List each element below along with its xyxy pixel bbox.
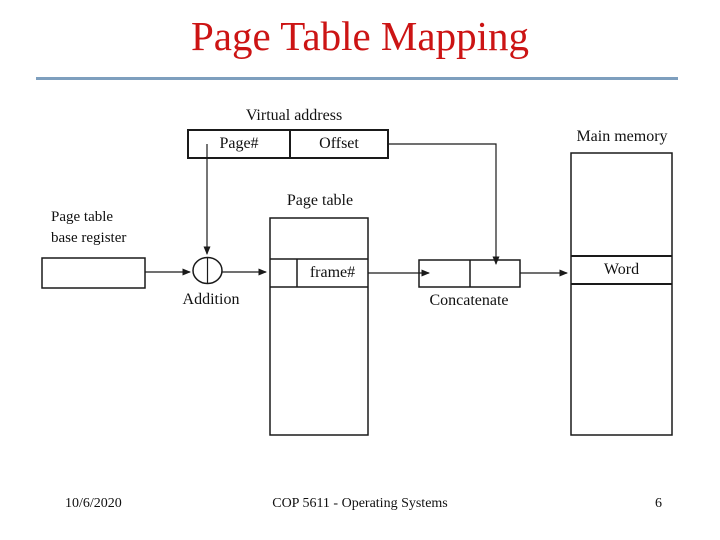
base-register-label-line1: Page table (51, 209, 114, 225)
footer-page-number: 6 (655, 496, 662, 511)
arrow-offset-to-concatenate (388, 143, 500, 265)
slide-title: Page Table Mapping (191, 13, 529, 59)
base-register-box (41, 257, 146, 289)
frame-number-field: frame# (309, 264, 356, 281)
page-table-label: Page table (286, 192, 354, 209)
main-memory-label: Main memory (576, 128, 668, 145)
footer-date: 10/6/2020 (65, 496, 122, 511)
addition-label: Addition (182, 291, 240, 308)
title-underline (36, 77, 678, 80)
page-table-base-register-label: Page table base register (51, 207, 126, 249)
page-table-box (269, 217, 369, 436)
concatenate-label: Concatenate (429, 292, 509, 309)
offset-field: Offset (319, 135, 359, 152)
word-field: Word (603, 261, 640, 278)
main-memory-box (570, 152, 673, 436)
footer-course-title: COP 5611 - Operating Systems (272, 496, 448, 511)
virtual-address-label: Virtual address (245, 107, 343, 124)
page-number-field: Page# (219, 135, 259, 152)
base-register-label-line2: base register (51, 230, 127, 246)
